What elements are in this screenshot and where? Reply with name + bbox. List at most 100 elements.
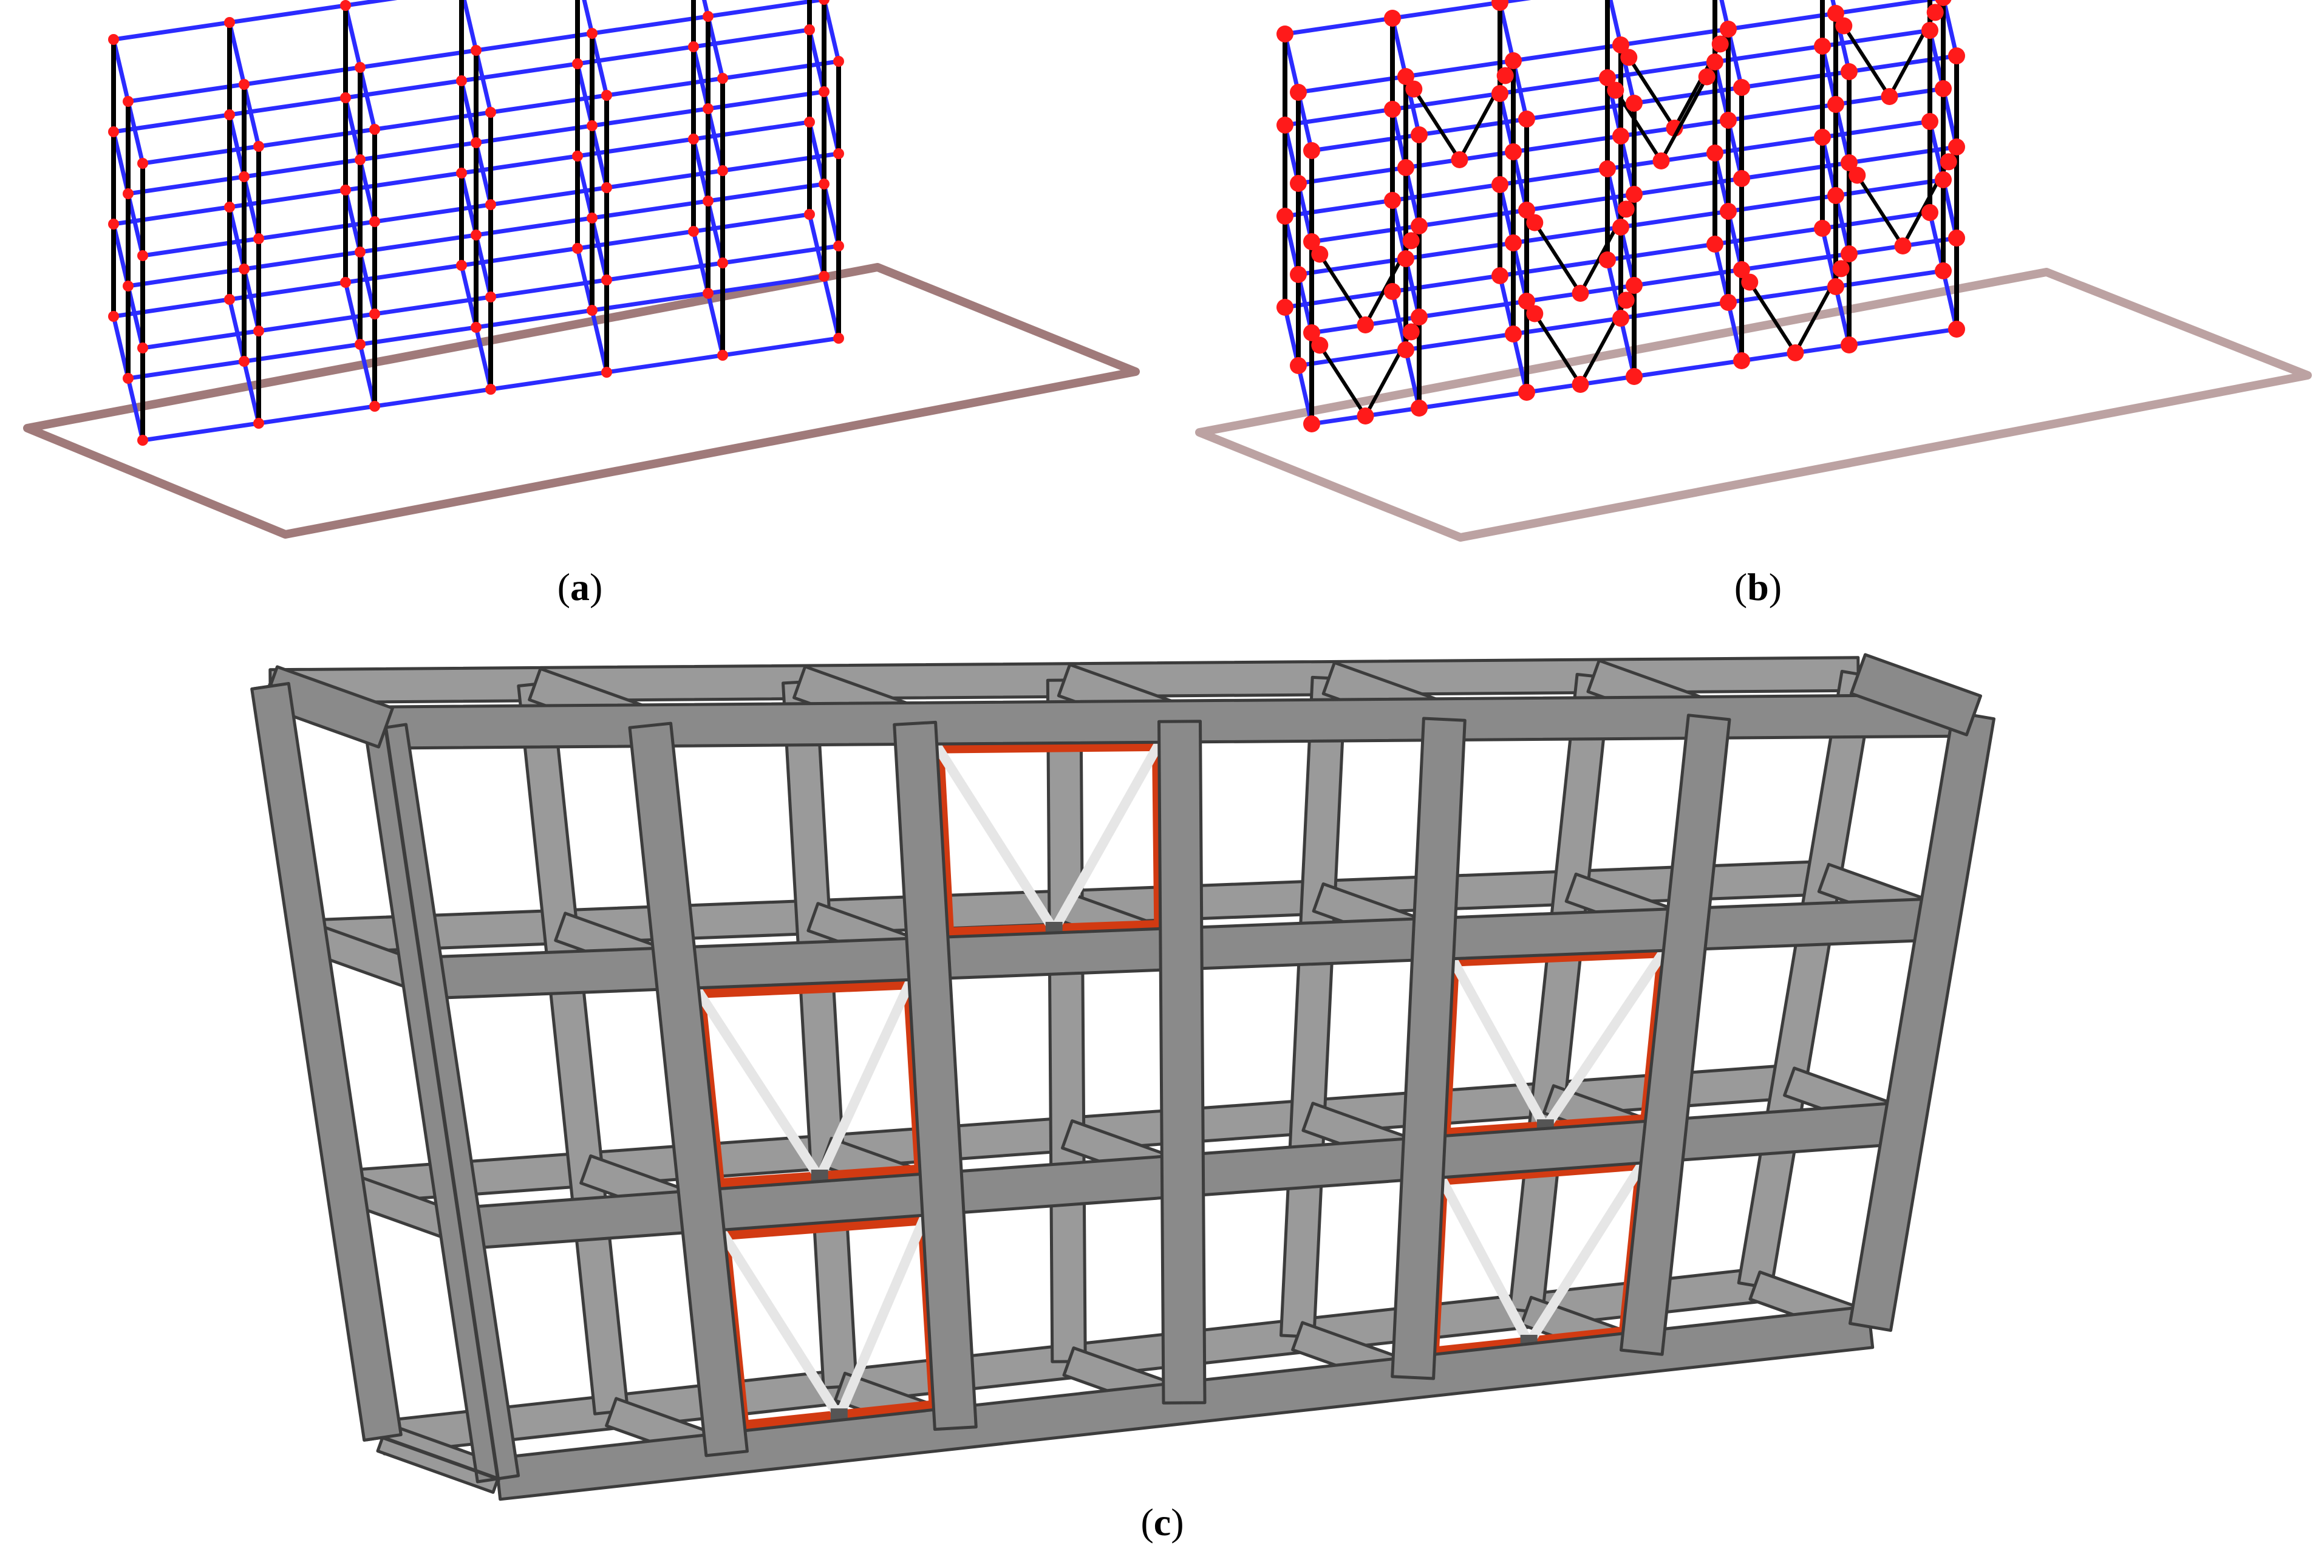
panel-a-node bbox=[804, 24, 815, 35]
panel-a-node bbox=[485, 107, 496, 118]
panel-b-node bbox=[1599, 69, 1616, 86]
panel-b-node bbox=[1518, 384, 1535, 401]
panel-b-node bbox=[1841, 245, 1858, 262]
panel-b-brace-node bbox=[1881, 88, 1898, 105]
panel-b-beam-long bbox=[1632, 267, 1744, 288]
panel-a-node bbox=[601, 367, 612, 378]
panel-b-node bbox=[1397, 341, 1414, 358]
panel-a-node bbox=[471, 230, 482, 240]
panel-b-brace-node bbox=[1311, 245, 1329, 263]
panel-a-beam-short bbox=[582, 0, 595, 36]
panel-b-beam-long bbox=[1524, 192, 1637, 213]
panel-a-node bbox=[253, 326, 264, 336]
panel-a-beam-long bbox=[488, 185, 609, 207]
panel-a-beam-long bbox=[706, 182, 826, 203]
panel-b-node bbox=[1505, 52, 1522, 69]
panel-b-beam-long bbox=[1820, 28, 1932, 49]
panel-c-brace bbox=[718, 1229, 844, 1422]
panel-b-node bbox=[1935, 262, 1952, 279]
panel-a-node bbox=[355, 62, 366, 73]
panel-a-node bbox=[688, 134, 699, 145]
panel-a-beam-short bbox=[462, 0, 479, 53]
panel-a-beam-long bbox=[474, 123, 595, 145]
panel-b-brace-node bbox=[1572, 285, 1589, 302]
panel-c-front-column bbox=[1620, 714, 1731, 1356]
panel-b-node bbox=[1733, 79, 1750, 96]
panel-a-beam-long bbox=[604, 76, 725, 98]
panel-b-beam-long bbox=[1511, 134, 1623, 154]
panel-b-beam-long bbox=[1309, 223, 1422, 244]
panel-c-back-column bbox=[1046, 678, 1087, 1363]
panel-c-brace bbox=[932, 741, 1059, 935]
panel-b-brace-node bbox=[1666, 120, 1683, 137]
panel-a-node bbox=[471, 45, 482, 56]
panel-a-beam-long bbox=[706, 89, 826, 111]
panel-b-node bbox=[1612, 128, 1629, 145]
panel-b-brace-node bbox=[1617, 291, 1635, 309]
panel-b-node bbox=[1518, 293, 1535, 310]
panel-b-node bbox=[1841, 63, 1858, 80]
panel-b-beam-short bbox=[1830, 0, 1838, 16]
panel-a-beam-long bbox=[720, 59, 841, 81]
panel-b-node bbox=[1303, 324, 1320, 341]
panel-b-brace-node bbox=[1698, 68, 1716, 86]
panel-b-brace-node bbox=[1607, 81, 1624, 99]
panel-a-beam-long bbox=[720, 244, 841, 265]
panel-a-node bbox=[355, 339, 366, 350]
panel-a-node bbox=[485, 199, 496, 210]
panel-b-node bbox=[1384, 101, 1401, 118]
panel-b-beam-long bbox=[1820, 210, 1932, 231]
panel-a-node bbox=[340, 92, 351, 103]
panel-b-brace-node bbox=[1832, 260, 1850, 278]
panel-b-node bbox=[1921, 22, 1938, 39]
panel-a-node bbox=[137, 435, 148, 446]
panel-a-node bbox=[833, 240, 844, 251]
panel-a-node bbox=[819, 271, 830, 282]
panel-a-node bbox=[340, 185, 351, 196]
panel-a-node bbox=[703, 103, 714, 114]
panel-b-beam-long bbox=[1498, 166, 1610, 187]
panel-b-node bbox=[1397, 68, 1414, 85]
panel-a-beam-long bbox=[256, 404, 377, 426]
panel-a-beam-long bbox=[140, 144, 261, 166]
panel-b-brace-node bbox=[1357, 316, 1374, 333]
panel-b-node bbox=[1814, 220, 1831, 237]
panel-b-brace-node bbox=[1405, 80, 1423, 98]
panel-b-node bbox=[1814, 38, 1831, 55]
panel-c-end-column bbox=[250, 682, 403, 1442]
panel-b-node bbox=[1706, 236, 1723, 253]
panel-b-node bbox=[1384, 192, 1401, 209]
panel-b-node bbox=[1518, 111, 1535, 128]
panel-b-beam-long bbox=[1390, 0, 1502, 21]
panel-a-beam-long bbox=[474, 31, 595, 53]
panel-a-node bbox=[572, 243, 583, 254]
panel-a-node bbox=[456, 168, 467, 179]
panel-a-node bbox=[703, 11, 714, 22]
panel-b-node bbox=[1706, 53, 1723, 70]
panel-b-brace-node bbox=[1926, 4, 1944, 21]
panel-b-beam-long bbox=[1511, 316, 1623, 336]
panel-a-beam-long bbox=[590, 14, 710, 36]
panel-b-node bbox=[1612, 36, 1629, 53]
panel-b-beam-long bbox=[1417, 299, 1529, 319]
panel-a-node bbox=[355, 154, 366, 165]
panel-a-beam-long bbox=[488, 370, 609, 392]
panel-b-node bbox=[1921, 113, 1938, 130]
panel-a-node bbox=[833, 56, 844, 67]
panel-b-beam-long bbox=[1833, 177, 1946, 198]
panel-b-node bbox=[1303, 415, 1320, 432]
panel-a-beam-short bbox=[702, 0, 710, 19]
panel-b-node bbox=[1290, 266, 1307, 283]
panel-b-node bbox=[1276, 117, 1293, 134]
panel-a-node bbox=[485, 291, 496, 302]
panel-b-beam-long bbox=[1726, 193, 1838, 214]
panel-b-node bbox=[1411, 126, 1428, 143]
panel-c-brace bbox=[1448, 955, 1550, 1133]
panel-a-beam-long bbox=[242, 342, 363, 364]
panel-b-node bbox=[1491, 267, 1508, 284]
panel-a-node bbox=[355, 247, 366, 257]
panel-a-node bbox=[688, 41, 699, 52]
panel-a-beam-long bbox=[474, 308, 595, 330]
